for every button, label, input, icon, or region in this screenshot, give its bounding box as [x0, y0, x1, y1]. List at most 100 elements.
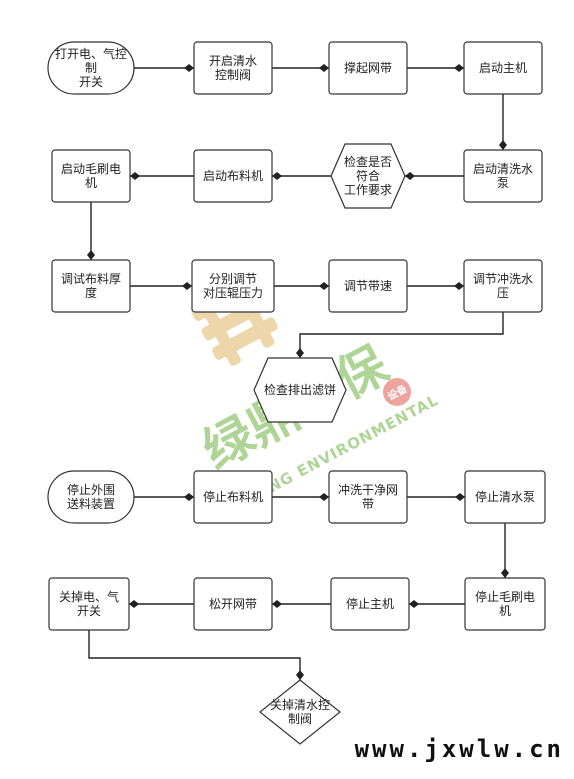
connector: [130, 172, 194, 180]
connector: [87, 202, 95, 260]
node-label: 机: [85, 176, 97, 190]
arrowhead: [272, 172, 282, 180]
node-shape: [193, 577, 273, 631]
connector: [407, 493, 465, 501]
node-shape: [193, 41, 273, 95]
arrowhead: [455, 493, 465, 501]
nodes-layer: 打开电、气控制开关开启清水控制阀撑起网带启动主机启动毛刷电机启动布料机检查是否符…: [47, 41, 546, 745]
node-label: 制: [85, 61, 97, 75]
node-shape: [51, 259, 131, 313]
node-label: 机: [499, 604, 511, 618]
arrowhead: [319, 282, 329, 290]
node-label: 停止布料机: [203, 489, 263, 504]
node-shape: [328, 470, 408, 524]
node-label: 带: [362, 497, 374, 511]
connector: [272, 172, 331, 180]
node-label: 度: [85, 285, 97, 300]
node-shape: [464, 470, 546, 524]
node-shape: [330, 143, 406, 209]
node-shape: [463, 259, 543, 313]
arrowhead: [319, 493, 329, 501]
node-label: 关掉清水控: [270, 698, 330, 712]
connector: [272, 64, 329, 72]
node-label: 分别调节: [209, 272, 257, 286]
node-shape: [51, 149, 131, 203]
node-shape: [191, 259, 275, 313]
arrowhead: [87, 250, 95, 260]
connector: [272, 493, 329, 501]
node-shape: [47, 470, 135, 524]
arrowhead: [182, 282, 192, 290]
node-label: 撑起网带: [344, 60, 392, 75]
connector: [130, 282, 192, 290]
node-label: 冲洗干净网: [338, 482, 398, 497]
connector: [129, 600, 194, 608]
node-lift-belt: 撑起网带: [328, 41, 408, 95]
connector-line: [299, 312, 504, 358]
node-label: 调节冲洗水: [473, 271, 533, 286]
arrowhead: [454, 64, 464, 72]
node-label: 开关: [77, 604, 101, 618]
node-label: 停止清水泵: [475, 489, 535, 504]
node-shape: [330, 577, 410, 631]
arrowhead: [184, 493, 194, 501]
node-label: 开关: [79, 75, 103, 89]
node-shape: [464, 577, 546, 631]
arrowhead: [405, 172, 415, 180]
node-shape: [463, 149, 543, 203]
arrowhead: [499, 140, 507, 150]
connector: [134, 64, 194, 72]
node-shape: [463, 41, 543, 95]
node-label: 停止毛刷电: [475, 589, 535, 604]
node-shape: [259, 679, 341, 745]
arrowhead: [184, 64, 194, 72]
node-label: 松开网带: [209, 597, 257, 611]
arrowhead: [296, 348, 304, 358]
watermark-badge: [383, 378, 411, 406]
arrowhead: [129, 600, 139, 608]
node-start-feeder: 启动布料机: [193, 149, 273, 203]
node-shape: [48, 577, 130, 631]
node-label: 调节带速: [344, 279, 392, 293]
connector: [274, 282, 329, 290]
node-shape: [328, 41, 408, 95]
node-label: 打开电、气控: [55, 46, 127, 61]
node-shape: [328, 259, 408, 313]
node-label: 启动布料机: [203, 169, 263, 183]
connector: [407, 282, 464, 290]
node-check-cake: 检查排出滤饼: [253, 357, 347, 423]
node-label: 关掉电、气: [59, 589, 119, 604]
node-label: 控制阀: [215, 68, 251, 82]
node-label: 检查排出滤饼: [264, 382, 336, 397]
arrowhead: [454, 282, 464, 290]
node-stop-main: 停止主机: [330, 577, 410, 631]
node-loosen-belt: 松开网带: [193, 577, 273, 631]
node-shape: [193, 470, 273, 524]
node-label: 对压辊压力: [203, 286, 263, 300]
connector: [409, 600, 465, 608]
node-shape: [253, 357, 347, 423]
node-label: 送料装置: [67, 496, 115, 511]
arrowhead: [501, 568, 509, 578]
node-label: 停止主机: [346, 596, 394, 611]
connector-line: [88, 630, 301, 680]
node-label: 检查是否: [344, 154, 392, 169]
arrowhead: [409, 600, 419, 608]
arrowhead: [130, 172, 140, 180]
node-stop-pump: 停止清水泵: [464, 470, 546, 524]
node-power-off: 关掉电、气开关: [48, 577, 130, 631]
node-label: 压: [497, 286, 509, 300]
node-label: 工作要求: [344, 183, 392, 197]
connector: [499, 94, 507, 150]
connector: [405, 172, 464, 180]
node-start-main: 启动主机: [463, 41, 543, 95]
